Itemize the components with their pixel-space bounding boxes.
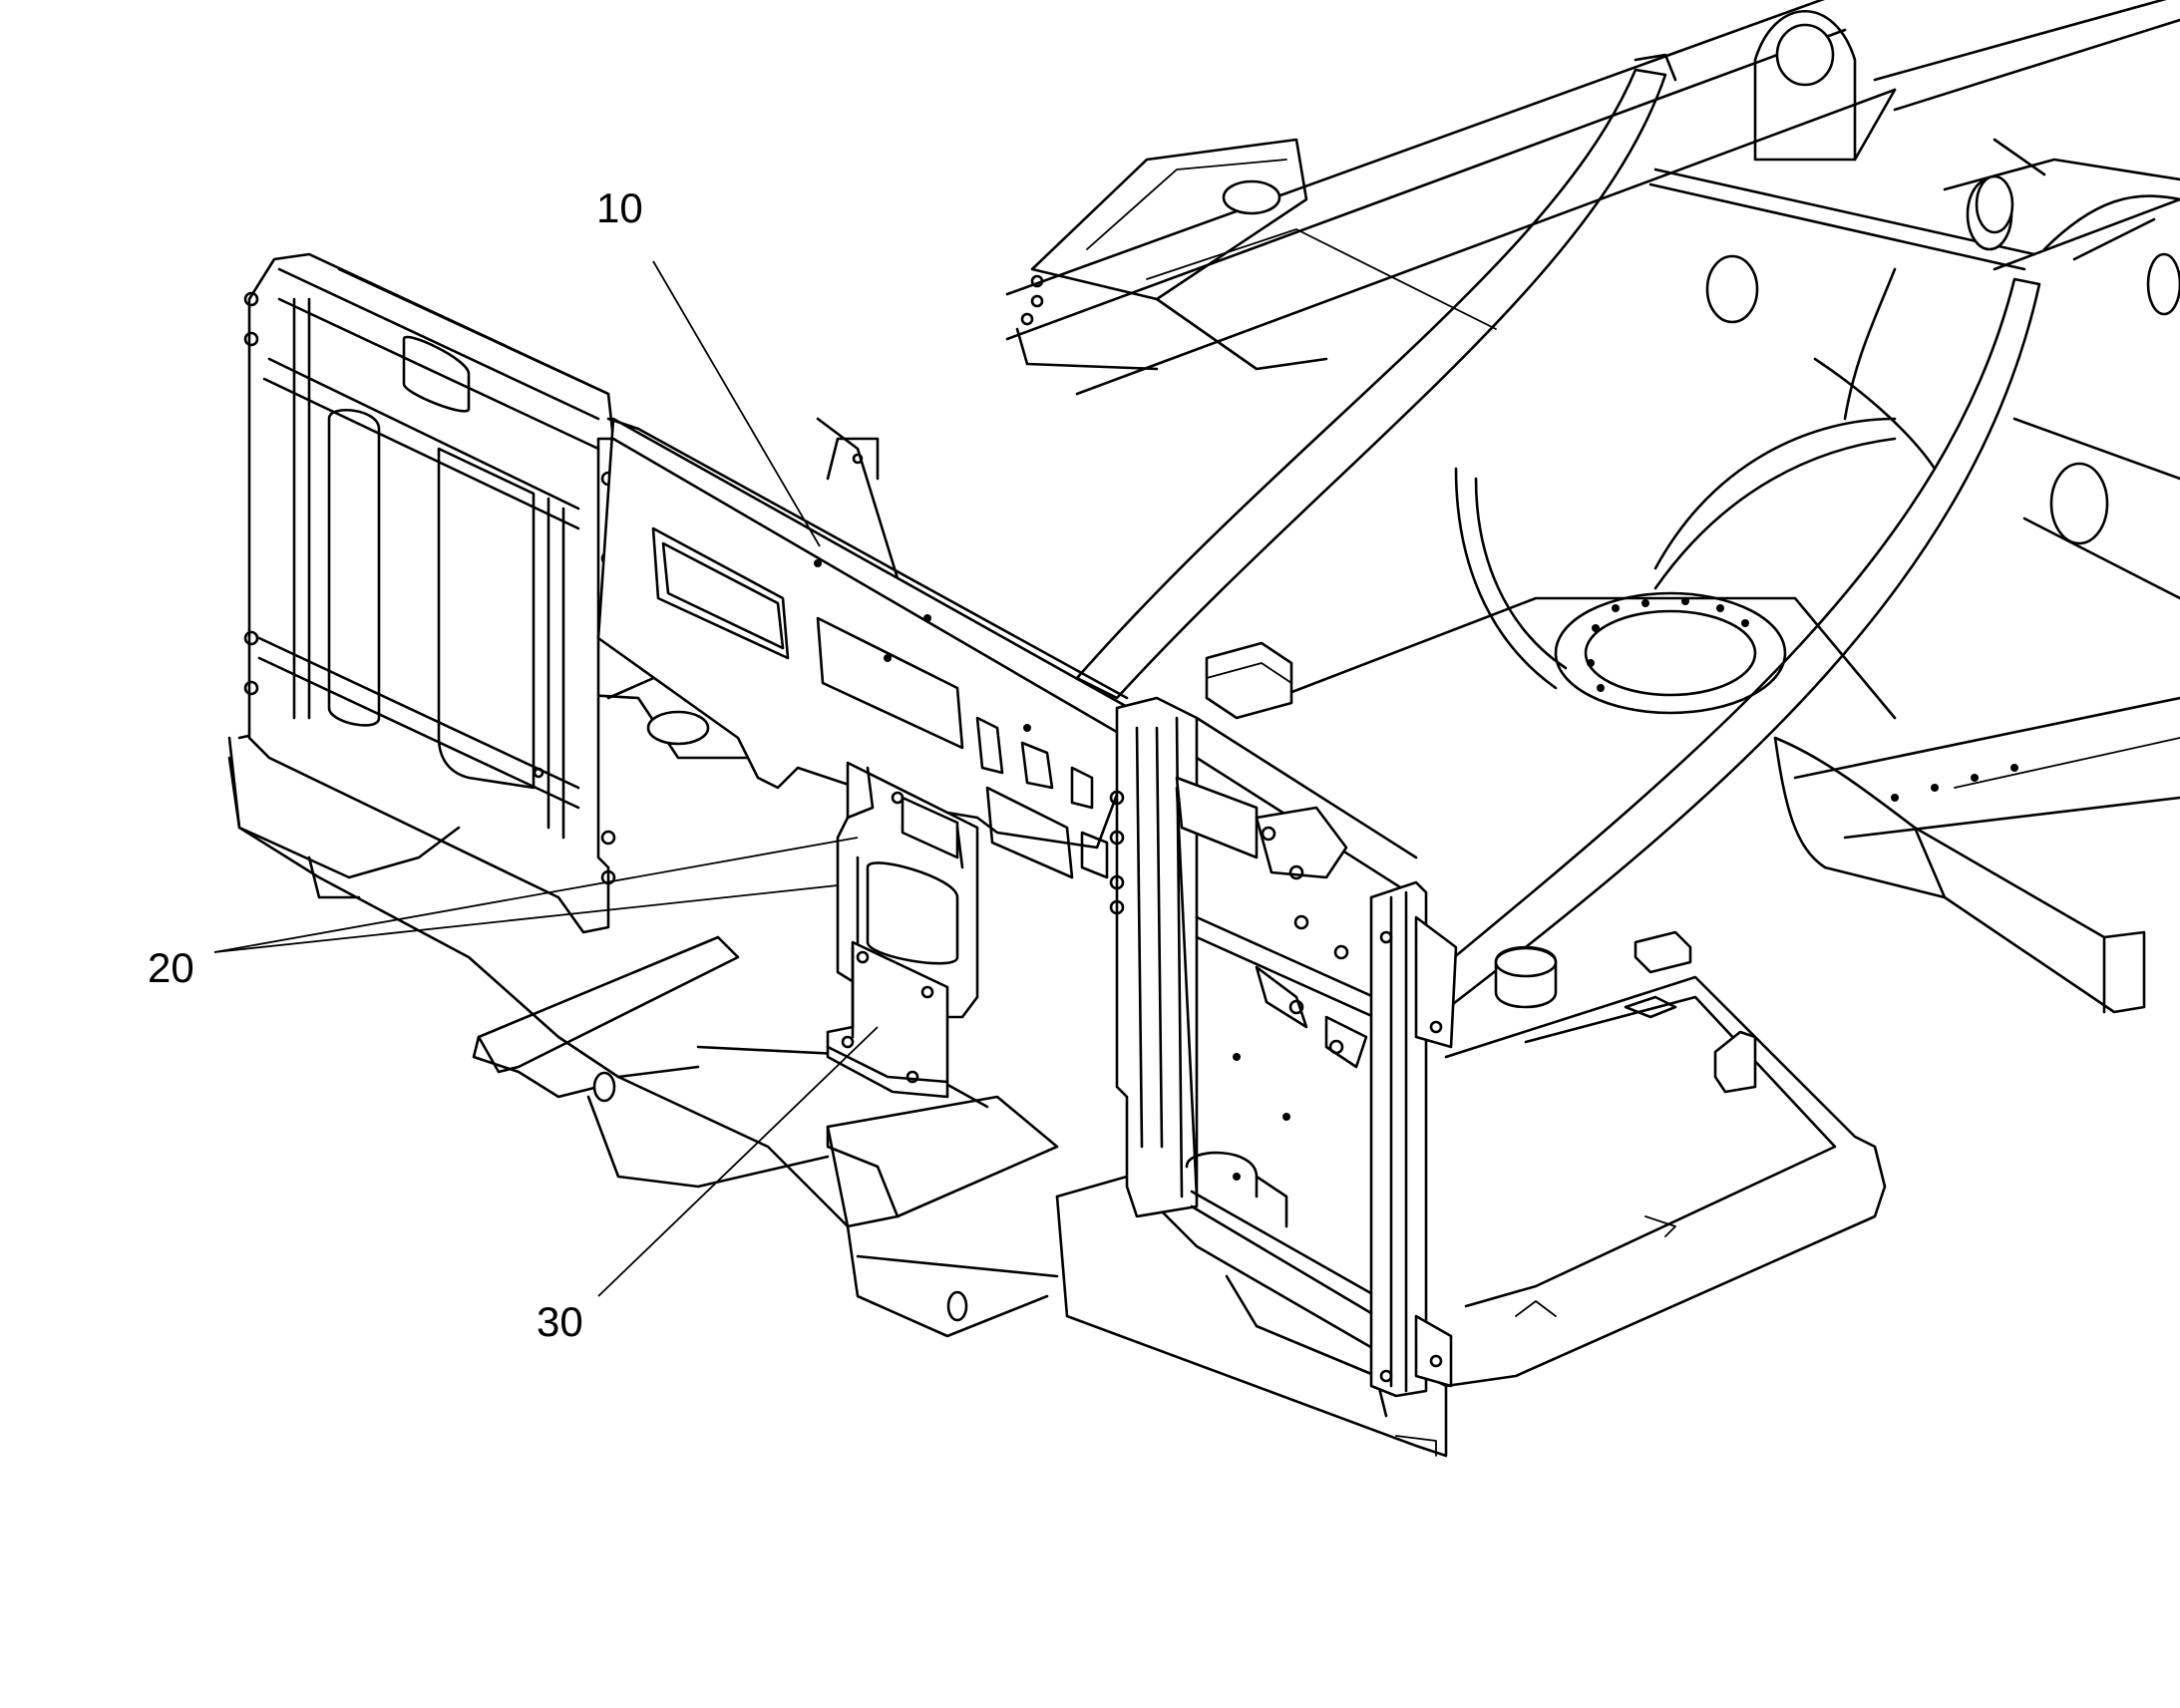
leader-30 [597, 1026, 879, 1297]
chassis-frame [227, 0, 2180, 1458]
callout-labels: 10 20 30 [148, 184, 643, 1345]
callout-30: 30 [537, 1298, 583, 1345]
left-upright-frame [227, 252, 616, 934]
leader-20-a [213, 837, 859, 953]
leader-10 [652, 260, 821, 547]
leader-lines [213, 260, 879, 1297]
right-main-post [1369, 880, 1458, 1398]
leader-20-b [213, 884, 839, 953]
callout-20: 20 [148, 944, 194, 991]
part-30-lower-bracket [826, 940, 949, 1099]
right-upright-frame [1109, 696, 1418, 1318]
callout-10: 10 [596, 184, 643, 231]
